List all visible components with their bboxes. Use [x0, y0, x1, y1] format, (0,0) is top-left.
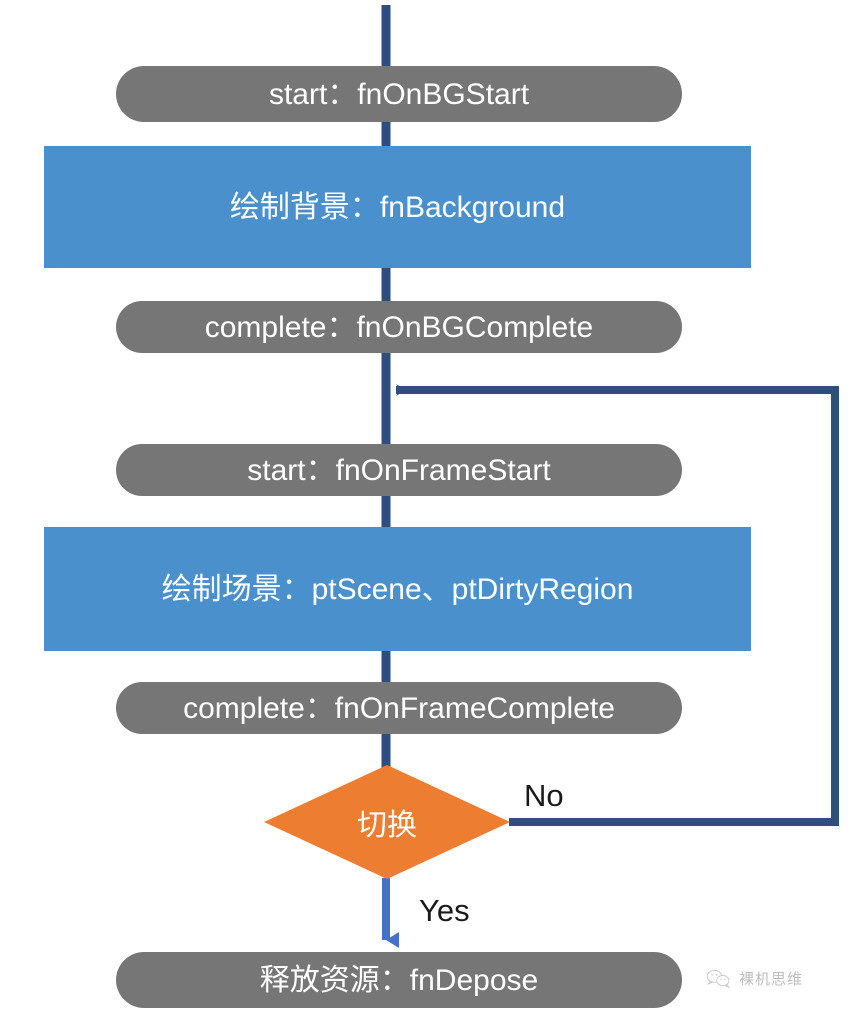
wechat-logo-icon [706, 969, 731, 988]
node-frame-start[interactable]: start：fnOnFrameStart [116, 444, 682, 496]
edge-label-yes: Yes [419, 893, 470, 928]
node-switch-decision[interactable]: 切换 [264, 765, 510, 879]
node-bg-complete-label: complete：fnOnBGComplete [204, 310, 594, 344]
node-frame-draw[interactable]: 绘制场景：ptScene、ptDirtyRegion [44, 527, 751, 651]
node-frame-complete-label: complete：fnOnFrameComplete [183, 691, 615, 725]
node-frame-complete[interactable]: complete：fnOnFrameComplete [116, 682, 682, 734]
node-depose-label: 释放资源：fnDepose [259, 963, 539, 997]
node-frame-draw-label: 绘制场景：ptScene、ptDirtyRegion [161, 572, 634, 606]
edge-label-no: No [524, 778, 564, 813]
node-bg-draw[interactable]: 绘制背景：fnBackground [44, 146, 751, 268]
node-depose[interactable]: 释放资源：fnDepose [116, 952, 682, 1008]
node-bg-draw-label: 绘制背景：fnBackground [229, 190, 566, 224]
node-frame-start-label: start：fnOnFrameStart [247, 453, 551, 487]
watermark: 裸机思维 [706, 968, 803, 989]
diamond-shape [264, 765, 510, 879]
node-bg-complete[interactable]: complete：fnOnBGComplete [116, 301, 682, 353]
watermark-text: 裸机思维 [739, 971, 804, 988]
node-switch-label: 切换 [357, 809, 417, 842]
node-bg-start-label: start：fnOnBGStart [268, 77, 530, 111]
connector-no-loopback [396, 384, 839, 826]
node-bg-start[interactable]: start：fnOnBGStart [116, 66, 682, 122]
